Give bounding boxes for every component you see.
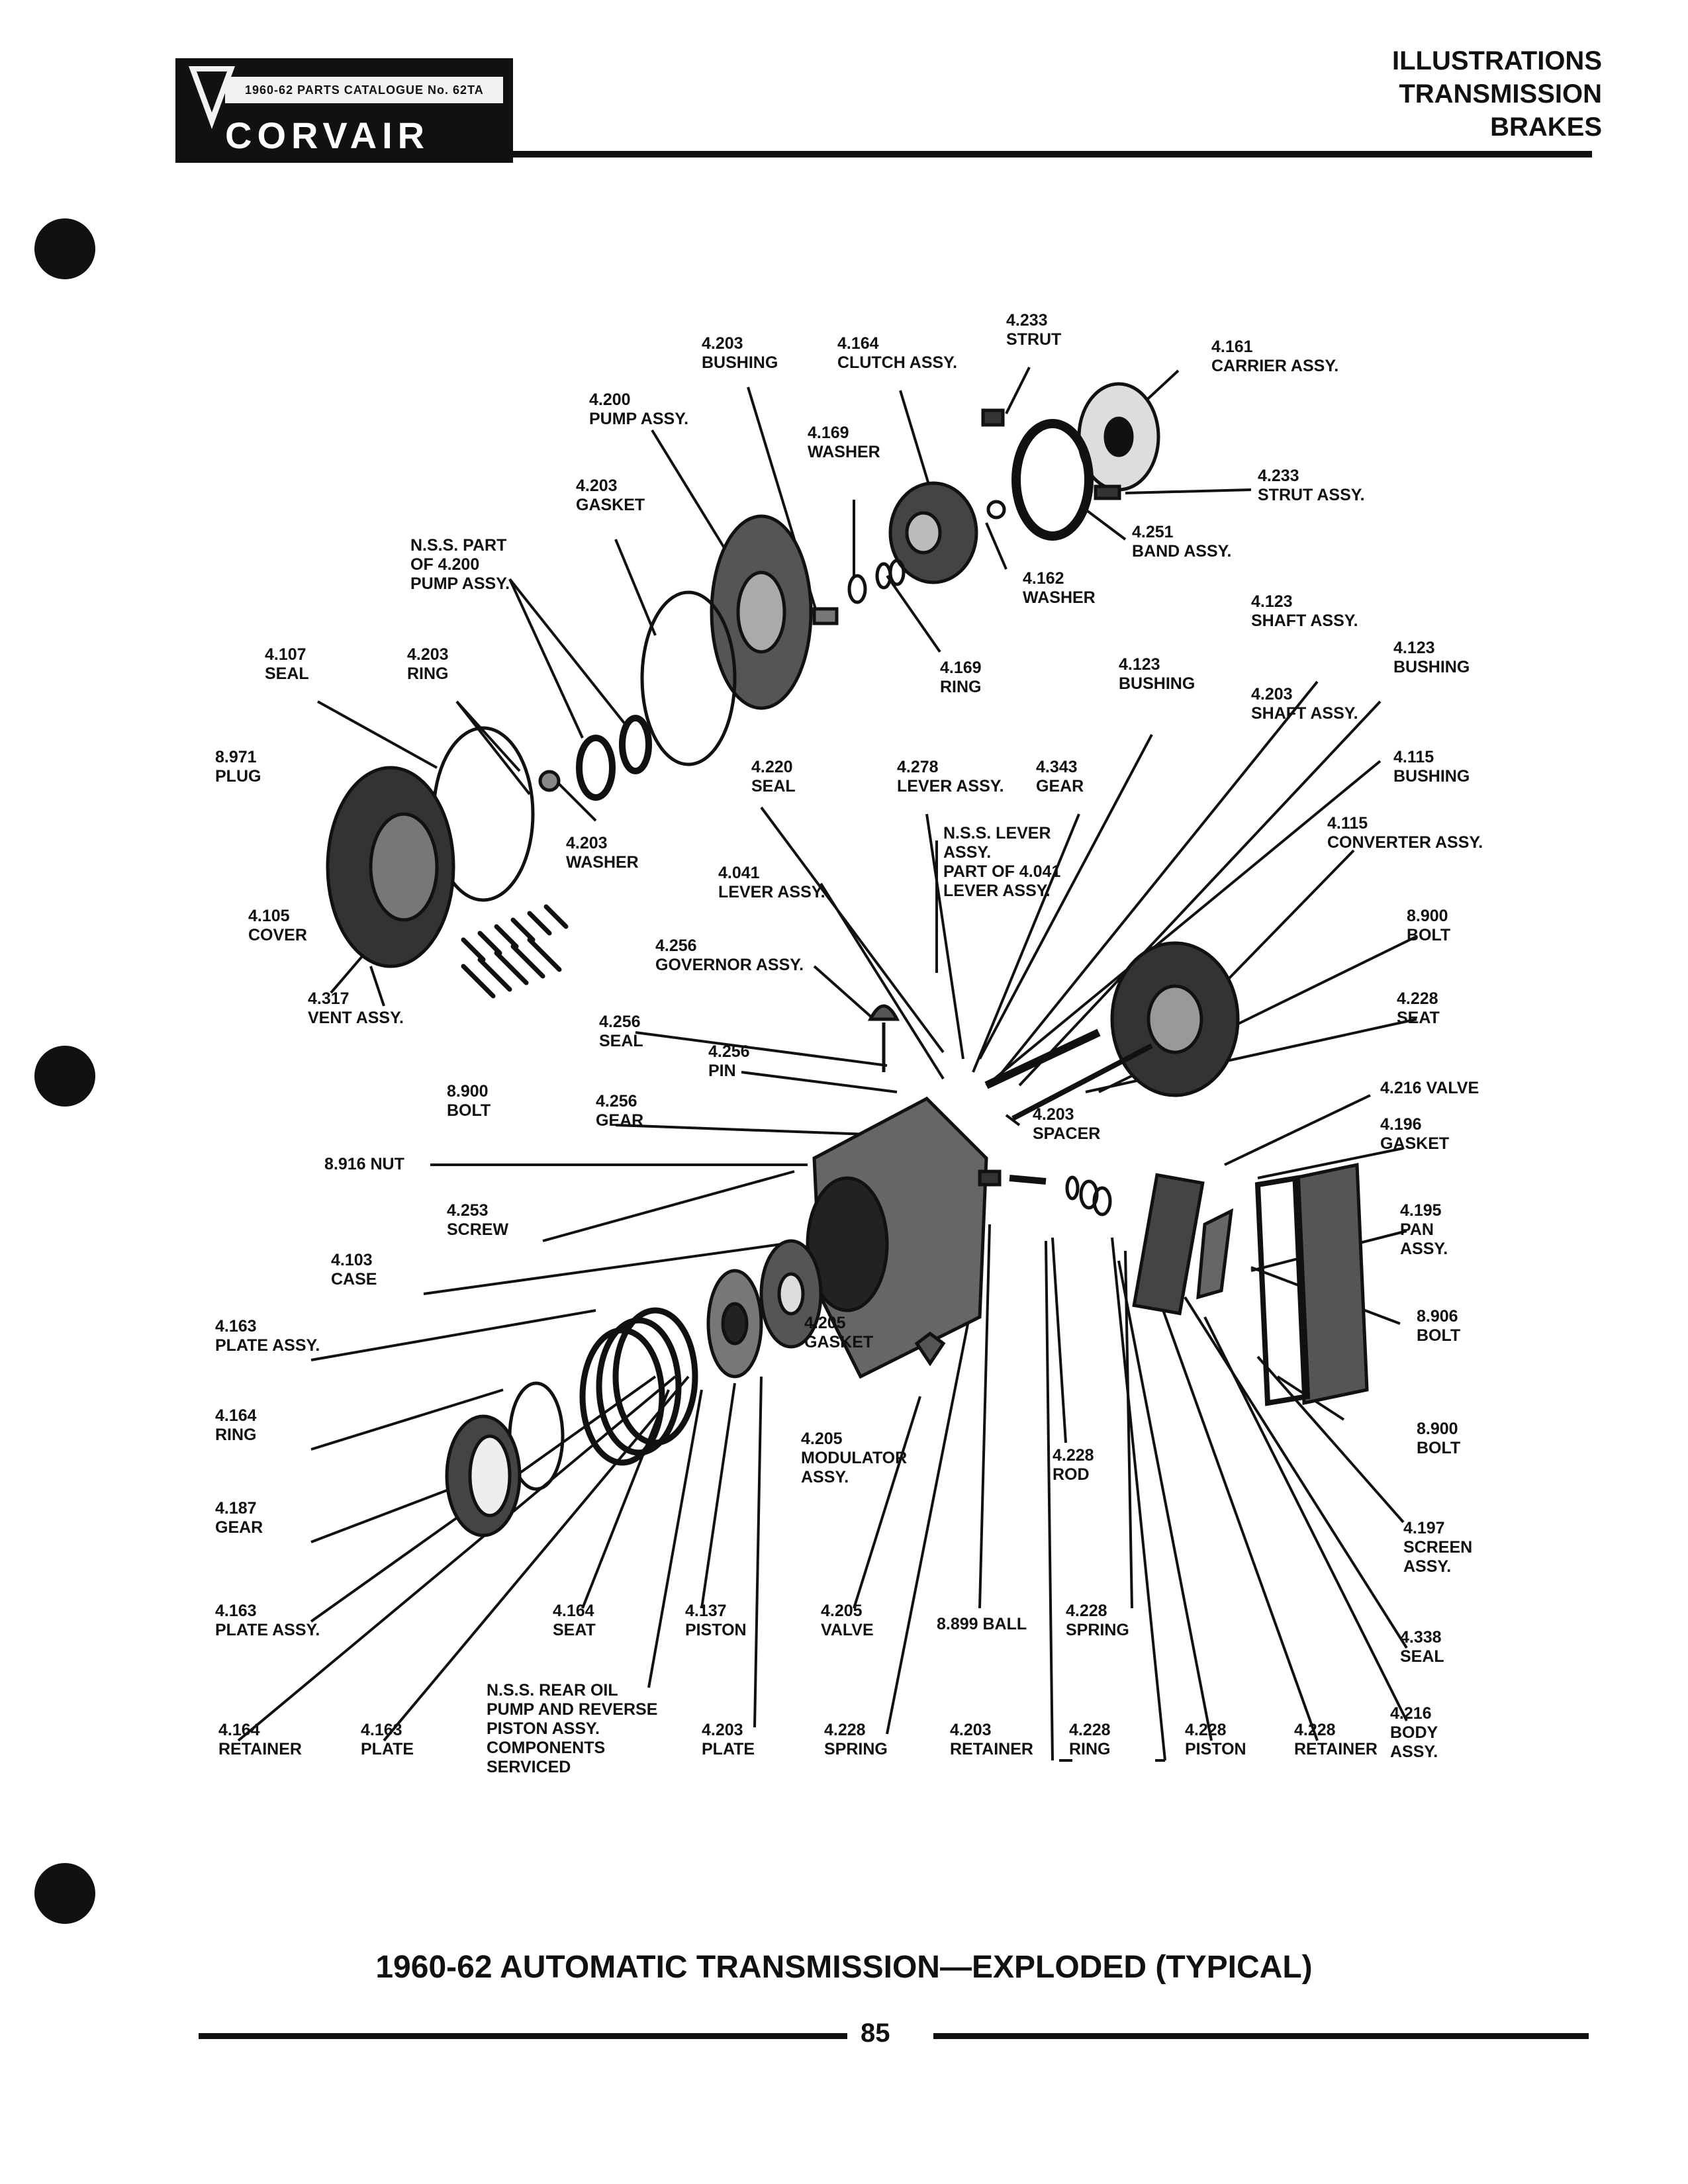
- callout-4-256-pin: 4.256 PIN: [708, 1042, 750, 1080]
- footer-rule-right: [933, 2033, 1589, 2039]
- callout-4-228-spring-a: 4.228 SPRING: [1066, 1602, 1129, 1639]
- callout-4-115-converter: 4.115 CONVERTER ASSY.: [1327, 814, 1483, 852]
- callout-4-253-screw: 4.253 SCREW: [447, 1201, 509, 1239]
- callout-4-317-vent: 4.317 VENT ASSY.: [308, 989, 404, 1027]
- callout-4-203-washer: 4.203 WASHER: [566, 834, 639, 872]
- callout-4-107-seal: 4.107 SEAL: [265, 645, 309, 683]
- callout-4-203-spacer: 4.203 SPACER: [1033, 1105, 1101, 1143]
- callout-4-164-retainer: 4.164 RETAINER: [218, 1721, 302, 1758]
- binder-hole: [34, 1863, 95, 1924]
- callout-4-169-washer: 4.169 WASHER: [808, 424, 880, 461]
- callout-4-163-plate-a: 4.163 PLATE ASSY.: [215, 1317, 320, 1355]
- callout-4-123-bushing-a: 4.123 BUSHING: [1119, 655, 1196, 693]
- callout-4-105-cover: 4.105 COVER: [248, 907, 307, 944]
- section-title-3: BRAKES: [1490, 113, 1602, 142]
- callout-4-161-carrier: 4.161 CARRIER ASSY.: [1211, 338, 1339, 375]
- callout-4-256-governor: 4.256 GOVERNOR ASSY.: [655, 936, 804, 974]
- figure-caption: 1960-62 AUTOMATIC TRANSMISSION—EXPLODED …: [375, 1950, 1313, 1985]
- callout-4-203-gasket: 4.203 GASKET: [576, 477, 645, 514]
- callout-4-256-gear: 4.256 GEAR: [596, 1092, 644, 1130]
- section-title-1: ILLUSTRATIONS: [1391, 46, 1602, 75]
- callout-4-187-gear: 4.187 GEAR: [215, 1499, 263, 1537]
- callout-nss-lever: N.S.S. LEVER ASSY. PART OF 4.041 LEVER A…: [943, 824, 1061, 900]
- binder-hole: [34, 218, 95, 279]
- callout-4-228-rod: 4.228 ROD: [1053, 1446, 1094, 1484]
- callout-4-233-strut: 4.233 STRUT: [1006, 311, 1062, 349]
- callout-4-163-plate-c: 4.163 PLATE: [361, 1721, 414, 1758]
- callout-4-103-case: 4.103 CASE: [331, 1251, 377, 1289]
- brand-name: CORVAIR: [225, 114, 430, 156]
- callout-4-169-ring: 4.169 RING: [940, 659, 982, 696]
- callout-4-203-retainer: 4.203 RETAINER: [950, 1721, 1033, 1758]
- callout-4-123-bushing-b: 4.123 BUSHING: [1393, 639, 1470, 676]
- callout-4-205-gasket: 4.205 GASKET: [804, 1314, 874, 1351]
- callout-4-164-ring: 4.164 RING: [215, 1406, 257, 1444]
- callout-4-205-modulator: 4.205 MODULATOR ASSY.: [801, 1430, 908, 1486]
- callout-nss-rear: N.S.S. REAR OIL PUMP AND REVERSE PISTON …: [487, 1681, 658, 1776]
- callout-4-220-seal: 4.220 SEAL: [751, 758, 796, 796]
- header-rule: [513, 151, 1592, 158]
- callout-4-278-lever: 4.278 LEVER ASSY.: [897, 758, 1004, 796]
- callout-4-163-plate-b: 4.163 PLATE ASSY.: [215, 1602, 320, 1639]
- section-title-2: TRANSMISSION: [1399, 79, 1602, 109]
- callout-4-256-seal: 4.256 SEAL: [599, 1013, 643, 1050]
- callout-4-196-gasket: 4.196 GASKET: [1380, 1115, 1450, 1153]
- callout-4-228-seat: 4.228 SEAT: [1397, 989, 1440, 1027]
- page-number: 85: [861, 2019, 890, 2048]
- callout-8-971-plug: 8.971 PLUG: [215, 748, 261, 786]
- callout-4-233-strut-assy: 4.233 STRUT ASSY.: [1258, 467, 1365, 504]
- callout-4-228-retainer: 4.228 RETAINER: [1294, 1721, 1378, 1758]
- callout-4-203-bushing: 4.203 BUSHING: [702, 334, 778, 372]
- footer-rule-left: [199, 2033, 847, 2039]
- callout-4-203-ring: 4.203 RING: [407, 645, 449, 683]
- corvair-emblem-icon: [189, 66, 235, 129]
- callout-4-228-spring-b: 4.228 SPRING: [824, 1721, 888, 1758]
- callout-8-899-ball: 8.899 BALL: [937, 1615, 1027, 1633]
- callout-4-338-seal: 4.338 SEAL: [1400, 1628, 1444, 1666]
- binder-hole: [34, 1046, 95, 1107]
- callout-4-137-piston: 4.137 PISTON: [685, 1602, 747, 1639]
- callout-4-197-screen: 4.197 SCREEN ASSY.: [1403, 1519, 1473, 1576]
- callout-4-164-seat: 4.164 SEAT: [553, 1602, 596, 1639]
- callout-4-041-lever: 4.041 LEVER ASSY.: [718, 864, 825, 901]
- callout-8-900-bolt-b: 8.900 BOLT: [447, 1082, 491, 1120]
- callout-4-115-bushing: 4.115 BUSHING: [1393, 748, 1470, 786]
- callout-4-228-piston: 4.228 PISTON: [1185, 1721, 1246, 1758]
- callout-4-216-valve: 4.216 VALVE: [1380, 1079, 1479, 1097]
- callout-4-162-washer: 4.162 WASHER: [1023, 569, 1096, 607]
- callout-8-906-bolt: 8.906 BOLT: [1417, 1307, 1461, 1345]
- callout-4-343-gear: 4.343 GEAR: [1036, 758, 1084, 796]
- callout-4-200-pump: 4.200 PUMP ASSY.: [589, 390, 689, 428]
- callout-8-900-bolt-a: 8.900 BOLT: [1407, 907, 1451, 944]
- callout-4-228-ring: 4.228 RING: [1069, 1721, 1111, 1758]
- callout-4-123-shaft: 4.123 SHAFT ASSY.: [1251, 592, 1358, 630]
- callout-4-203-plate: 4.203 PLATE: [702, 1721, 755, 1758]
- callout-4-216-body: 4.216 BODY ASSY.: [1390, 1704, 1438, 1761]
- callout-8-900-bolt-c: 8.900 BOLT: [1417, 1420, 1461, 1457]
- callout-nss-pump: N.S.S. PART OF 4.200 PUMP ASSY.: [410, 536, 510, 593]
- callout-4-195-pan: 4.195 PAN ASSY.: [1400, 1201, 1448, 1258]
- callout-4-205-valve: 4.205 VALVE: [821, 1602, 874, 1639]
- catalogue-line: 1960-62 PARTS CATALOGUE No. 62TA: [225, 77, 503, 103]
- callout-4-203-shaft: 4.203 SHAFT ASSY.: [1251, 685, 1358, 723]
- callout-4-251-band: 4.251 BAND ASSY.: [1132, 523, 1232, 561]
- callout-8-916-nut: 8.916 NUT: [324, 1155, 404, 1173]
- catalogue-badge: [175, 58, 513, 163]
- callout-4-164-clutch: 4.164 CLUTCH ASSY.: [837, 334, 958, 372]
